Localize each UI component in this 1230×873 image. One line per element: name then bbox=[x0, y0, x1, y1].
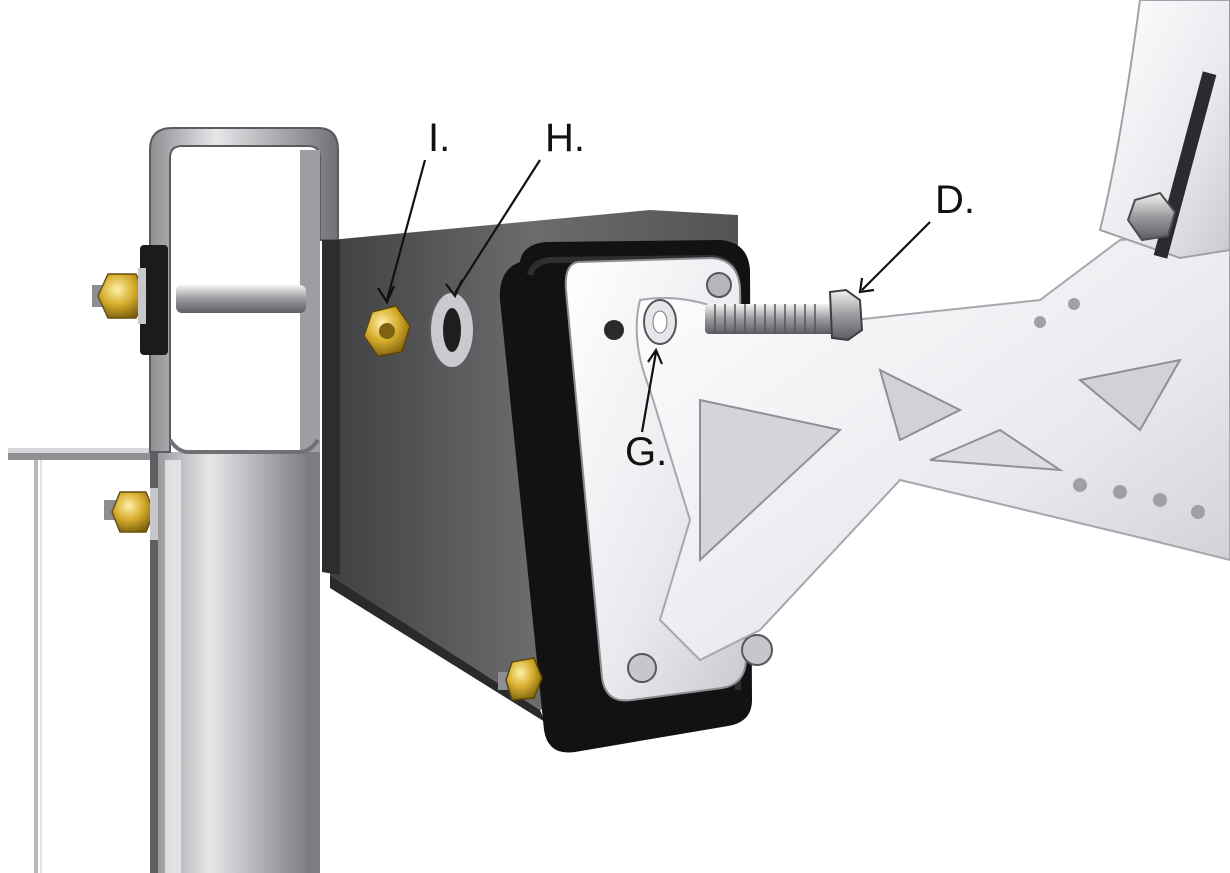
callout-label-g: G. bbox=[625, 430, 668, 474]
cross-pin bbox=[140, 245, 306, 355]
left-nuts bbox=[92, 268, 158, 540]
bolt-d bbox=[705, 288, 864, 342]
callout-leaders bbox=[377, 159, 931, 433]
nut-i bbox=[363, 305, 411, 357]
upper-arm-segment bbox=[1098, 0, 1230, 260]
truss-arm bbox=[635, 228, 1230, 662]
callout-label-d: D. bbox=[935, 178, 975, 222]
side-rail bbox=[8, 448, 170, 873]
callout-label-h: H. bbox=[545, 116, 585, 160]
callout-label-i: I. bbox=[428, 116, 451, 160]
vertical-post bbox=[150, 452, 320, 873]
lower-nut bbox=[498, 657, 543, 701]
hole-g bbox=[643, 299, 677, 345]
washer-h bbox=[429, 291, 475, 369]
